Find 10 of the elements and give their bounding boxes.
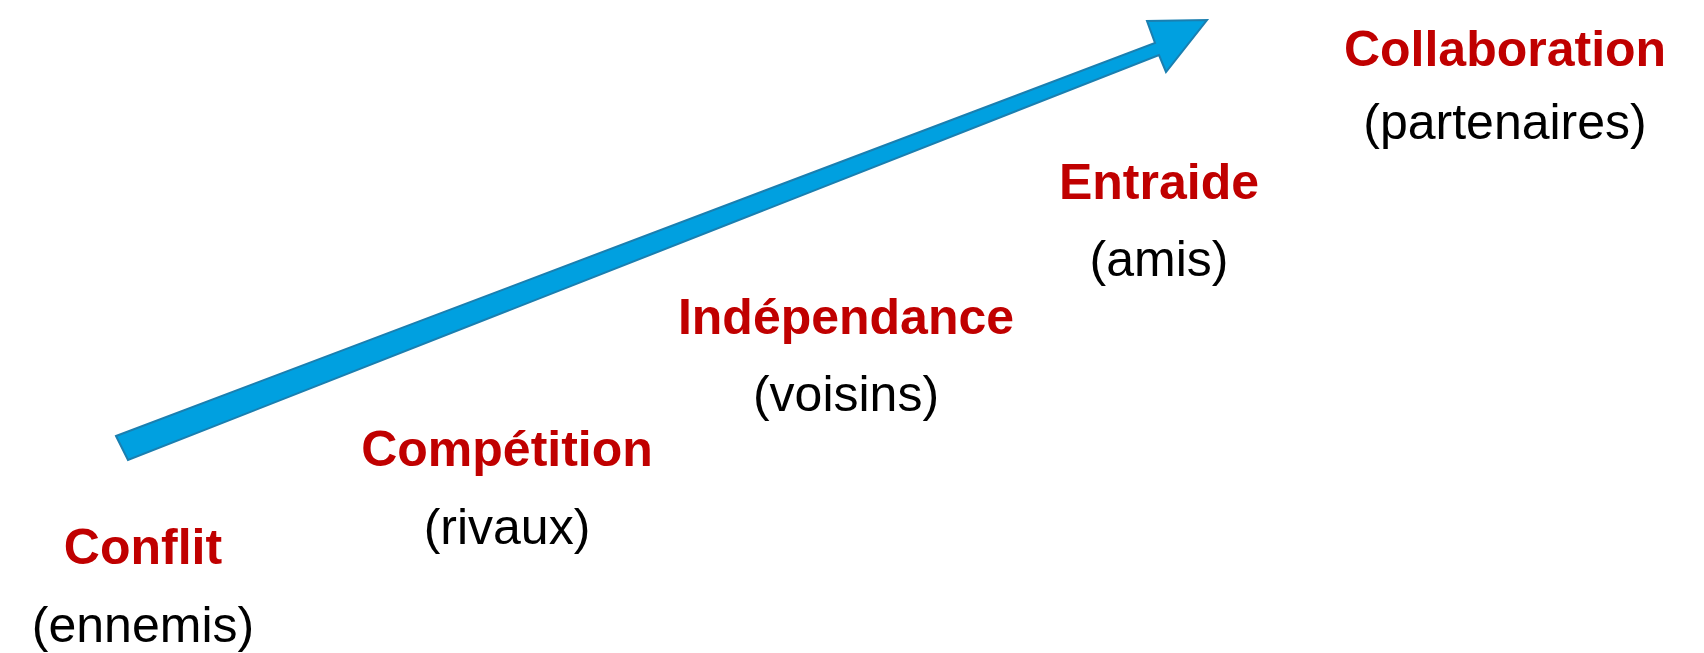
stage-subtitle: (rivaux) bbox=[423, 499, 591, 555]
stage-subtitle: (ennemis) bbox=[31, 597, 255, 653]
stage-subtitle: (partenaires) bbox=[1363, 94, 1647, 150]
stage-title: Collaboration bbox=[1343, 21, 1667, 77]
stage-title: Conflit bbox=[63, 519, 223, 575]
stage-subtitle: (voisins) bbox=[752, 366, 940, 422]
stage-title: Compétition bbox=[361, 421, 653, 477]
stage-title: Indépendance bbox=[677, 289, 1015, 345]
stage-subtitle: (amis) bbox=[1089, 231, 1229, 287]
stage-title: Entraide bbox=[1058, 154, 1260, 210]
